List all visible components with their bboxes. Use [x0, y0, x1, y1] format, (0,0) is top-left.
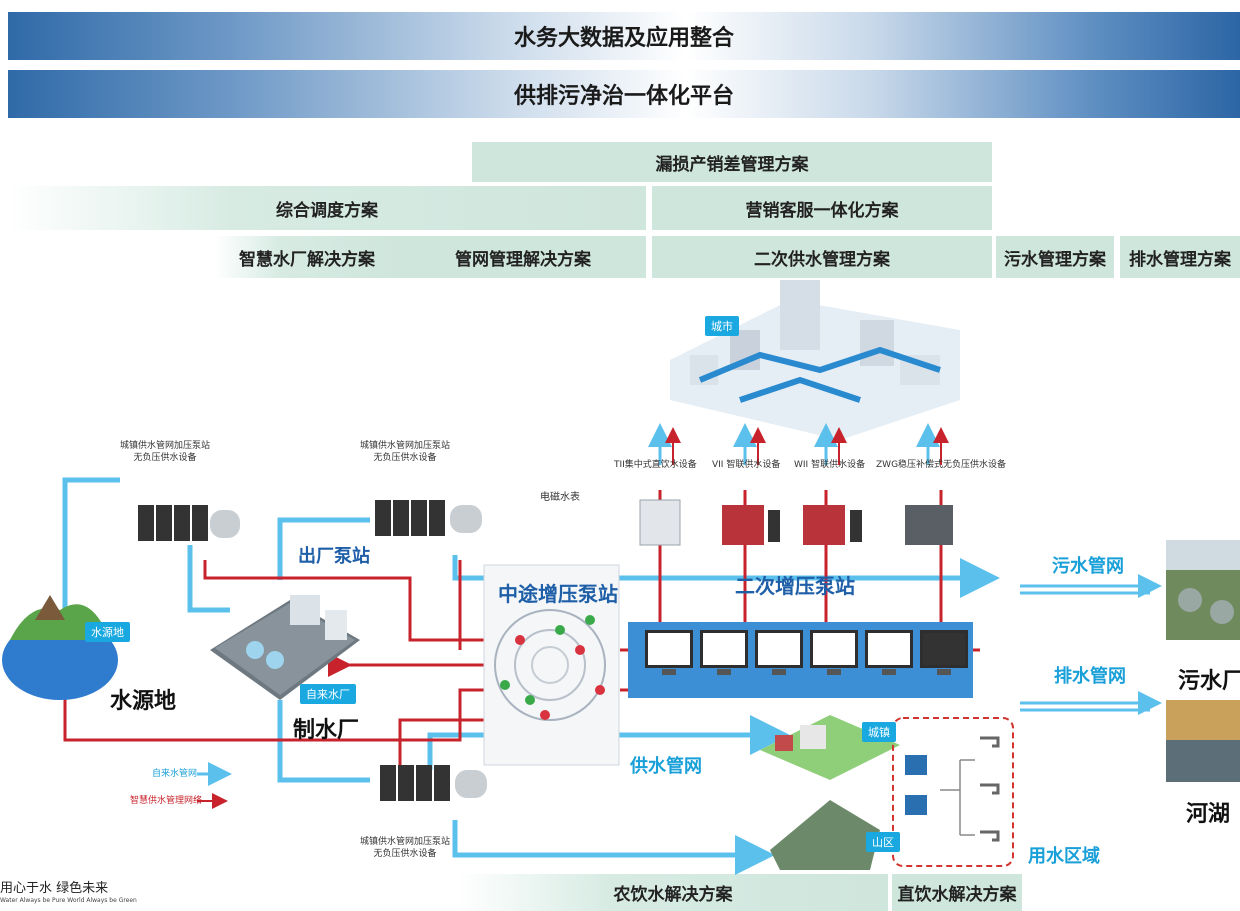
- mountain-tag: 山区: [866, 832, 900, 852]
- pump-station-map: [483, 564, 620, 766]
- rural-water-solution-bar[interactable]: 农饮水解决方案: [458, 874, 888, 911]
- sewage-management-label: 污水管理方案: [1004, 249, 1106, 270]
- sewage-plant-photo: [1166, 540, 1240, 640]
- equipment-label-zwg: ZWG稳压补偿式无负压供水设备: [876, 460, 1007, 470]
- city-illustration: [670, 280, 960, 440]
- dispatch-solution-bar[interactable]: 综合调度方案: [8, 186, 646, 230]
- secondary-supply-solution-bar[interactable]: 二次供水管理方案: [652, 236, 992, 278]
- city-tag: 城市: [705, 316, 739, 336]
- header-title-platform: 供排污净治一体化平台: [513, 84, 734, 109]
- plant-label: 制水厂: [293, 718, 360, 743]
- secondary-equipment-icons: [639, 499, 953, 546]
- monitor-screen-2: [700, 630, 748, 675]
- rural-water-solution-label: 农饮水解决方案: [613, 885, 733, 905]
- pipe-network-solution-label: 管网管理解决方案: [455, 249, 591, 270]
- pump-unit-top-left: [138, 505, 240, 541]
- secondary-supply-solution-label: 二次供水管理方案: [754, 249, 890, 270]
- equipment-label-wii: WII 智联供水设备: [794, 460, 866, 470]
- drainage-management-label: 排水管理方案: [1129, 249, 1231, 270]
- river-lake-photo: [1166, 700, 1240, 782]
- water-area-boundary: [892, 717, 1014, 867]
- drainage-management-bar[interactable]: 排水管理方案: [1120, 236, 1240, 278]
- town-tag: 城镇: [862, 722, 896, 742]
- water-area-label: 用水区域: [1028, 846, 1100, 867]
- drainage-network-label: 排水管网: [1054, 666, 1126, 687]
- booster-caption-top-mid: 城镇供水管网加压泵站 无负压供水设备: [360, 440, 450, 464]
- slogan-cn: 用心于水 绿色未来: [0, 881, 109, 896]
- mountain-illustration: [770, 800, 880, 870]
- header-band-big-data: 水务大数据及应用整合: [8, 12, 1240, 60]
- smart-plant-solution-label: 智慧水厂解决方案: [239, 249, 375, 270]
- rivers-lakes-label: 河湖: [1186, 802, 1231, 827]
- meter-label: 电磁水表: [540, 492, 580, 503]
- monitor-screen-3: [755, 630, 803, 675]
- booster-caption-top-left-line1: 城镇供水管网加压泵站: [120, 441, 211, 451]
- direct-drink-solution-label: 直饮水解决方案: [897, 885, 1017, 905]
- monitor-screen-6: [920, 630, 968, 675]
- supply-network-label: 供水管网: [630, 756, 702, 777]
- legend-tap-label: 自来水管网: [152, 769, 198, 779]
- legend-smart-label: 智慧供水管理网络: [130, 796, 203, 806]
- leakage-solution-bar[interactable]: 漏损产销差管理方案: [472, 142, 992, 182]
- dispatch-solution-label: 综合调度方案: [276, 200, 378, 221]
- smart-plant-solution-bar[interactable]: 智慧水厂解决方案: [214, 236, 400, 278]
- water-source-label: 水源地: [110, 689, 177, 714]
- monitor-screen-4: [810, 630, 858, 675]
- header-title-big-data: 水务大数据及应用整合: [513, 26, 734, 51]
- sewage-network-label: 污水管网: [1052, 556, 1124, 577]
- marketing-solution-label: 营销客服一体化方案: [745, 200, 899, 221]
- header-band-platform: 供排污净治一体化平台: [8, 70, 1240, 118]
- booster-caption-bottom: 城镇供水管网加压泵站 无负压供水设备: [360, 836, 450, 860]
- mid-pump-label: 中途增压泵站: [498, 582, 618, 606]
- sewage-plant-label: 污水厂: [1178, 669, 1240, 694]
- booster-caption-top-mid-line2: 无负压供水设备: [373, 453, 437, 463]
- booster-caption-bottom-line1: 城镇供水管网加压泵站: [360, 837, 451, 847]
- pipe-network-solution-bar[interactable]: 管网管理解决方案: [400, 236, 646, 278]
- booster-caption-top-mid-line1: 城镇供水管网加压泵站: [360, 441, 451, 451]
- pump-unit-top-mid: [375, 500, 482, 536]
- equipment-label-tii: TII集中式直饮水设备: [614, 460, 697, 470]
- network-outflow-arrows: [1020, 574, 1162, 715]
- sewage-management-bar[interactable]: 污水管理方案: [996, 236, 1114, 278]
- city-supply-arrows: [648, 423, 949, 465]
- monitor-screen-5: [865, 630, 913, 675]
- equipment-label-vii: VII 智联供水设备: [712, 460, 781, 470]
- water-plant-illustration: [210, 595, 360, 700]
- faucet-icons: [905, 736, 1000, 842]
- water-source-island: [2, 595, 118, 700]
- slogan-en: Water Always be Pure World Always be Gre…: [0, 897, 137, 904]
- plant-tag: 自来水厂: [300, 684, 356, 704]
- secondary-pump-label: 二次增压泵站: [735, 574, 855, 598]
- water-source-tag: 水源地: [85, 622, 130, 642]
- marketing-solution-bar[interactable]: 营销客服一体化方案: [652, 186, 992, 230]
- booster-caption-bottom-line2: 无负压供水设备: [373, 849, 437, 859]
- booster-caption-top-left-line2: 无负压供水设备: [133, 453, 197, 463]
- monitor-screen-1: [645, 630, 693, 675]
- direct-drink-solution-bar[interactable]: 直饮水解决方案: [892, 874, 1022, 911]
- leakage-solution-label: 漏损产销差管理方案: [655, 154, 809, 175]
- booster-caption-top-left: 城镇供水管网加压泵站 无负压供水设备: [120, 440, 210, 464]
- pump-unit-bottom: [380, 765, 487, 801]
- outlet-pump-label: 出厂泵站: [298, 546, 370, 567]
